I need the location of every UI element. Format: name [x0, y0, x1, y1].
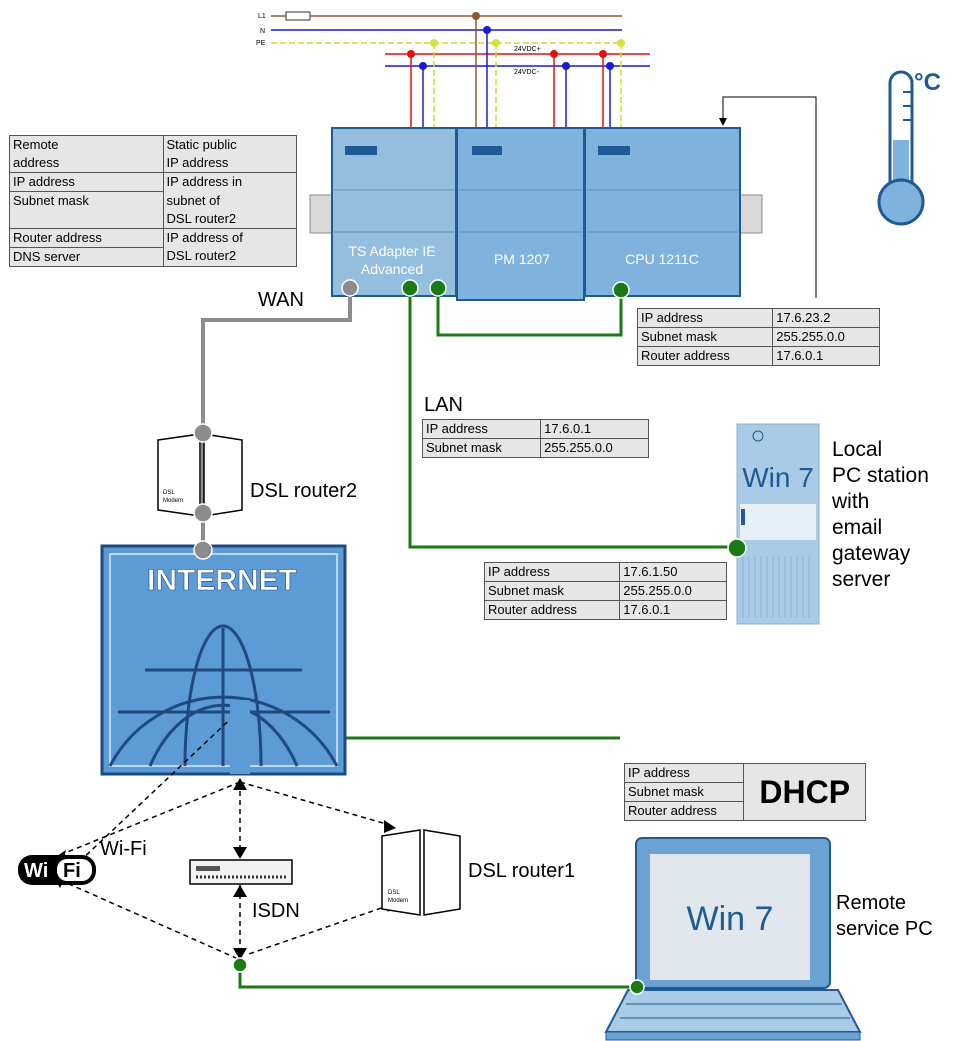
- cpu-router-label: Router address: [636, 346, 774, 366]
- n-label: N: [260, 28, 265, 35]
- pc-router-value: 17.6.0.1: [619, 600, 727, 620]
- cpu-ip-value: 17.6.23.2: [772, 308, 880, 328]
- isdn-label: ISDN: [252, 900, 300, 922]
- lan-subnet-label: Subnet mask: [421, 438, 542, 458]
- dashed-links-lower: [59, 879, 391, 959]
- remote-c2-5: IP address of: [162, 227, 298, 247]
- remote-c2-2: IP address in: [162, 172, 298, 192]
- local-pc-line-3: with: [832, 490, 870, 513]
- local-pc-line-5: gateway: [832, 542, 911, 565]
- local-pc-line-2: PC station: [832, 464, 929, 487]
- dsl-router2-label: DSL router2: [250, 480, 358, 502]
- remote-pc-caption: Remote service PC: [836, 890, 933, 942]
- cpu-ip-label: IP address: [636, 308, 774, 328]
- ts-adapter-module: TS Adapter IE Advanced: [331, 127, 457, 297]
- internet-icon: INTERNET: [100, 544, 347, 776]
- remote-pc-win7: Win 7: [687, 900, 774, 938]
- dsl-router1-modem-text-2: Modem: [388, 898, 408, 904]
- lan-cable-cpu: [436, 288, 623, 337]
- wifi-logo-text-wi: Wi: [24, 860, 48, 882]
- remote-pc-line-1: Remote: [836, 892, 907, 914]
- remote-c1-1: address: [9, 154, 164, 173]
- internet-label: INTERNET: [147, 564, 297, 597]
- dsl-router1-modem-text-1: DSL: [388, 890, 400, 896]
- cpu1211c-module: CPU 1211C: [584, 127, 741, 297]
- celsius-label: °C: [914, 69, 941, 96]
- lan-cable-pc: [408, 288, 737, 549]
- pm1207-module: PM 1207: [456, 127, 585, 301]
- l1-label: L1: [258, 13, 266, 20]
- thermometer-icon: °C: [877, 69, 941, 226]
- local-pc-line-4: email: [832, 516, 883, 539]
- remote-c2-3: subnet of: [162, 191, 298, 210]
- dhcp-router-label: Router address: [623, 801, 745, 821]
- dashed-links: [59, 709, 391, 881]
- pc-subnet-value: 255.255.0.0: [619, 581, 727, 601]
- remote-c2-4: DSL router2: [162, 209, 298, 229]
- local-pc-win7: Win 7: [742, 462, 814, 493]
- remote-c1-4: Router address: [9, 227, 164, 248]
- remote-c2-1: IP address: [162, 154, 298, 173]
- vminus-label: 24VDC-: [514, 69, 540, 76]
- wifi-logo-icon: Wi Fi: [18, 855, 96, 885]
- remote-pc-line-2: service PC: [836, 918, 933, 940]
- ts-adapter-label-2: Advanced: [361, 261, 423, 277]
- pc-subnet-label: Subnet mask: [483, 581, 621, 601]
- isdn-device-icon: [189, 859, 293, 885]
- fuse-icon: [285, 11, 311, 21]
- lan-subnet-value: 255.255.0.0: [540, 438, 649, 458]
- cpu-router-value: 17.6.0.1: [772, 346, 880, 366]
- ts-adapter-label-1: TS Adapter IE: [348, 243, 435, 259]
- pc-router-label: Router address: [483, 600, 621, 620]
- cpu1211c-label: CPU 1211C: [625, 251, 699, 267]
- remote-laptop-icon: Win 7: [604, 837, 862, 1041]
- vplus-label: 24VDC+: [514, 46, 541, 53]
- dsl-router2-modem-text-1: DSL: [163, 490, 175, 496]
- lan-label: LAN: [424, 394, 463, 416]
- remote-c1-0: Remote: [9, 135, 164, 154]
- dhcp-subnet-label: Subnet mask: [623, 782, 745, 802]
- wan-label: WAN: [258, 289, 304, 311]
- pc-ip-value: 17.6.1.50: [619, 562, 727, 582]
- local-pc-line-1: Local: [832, 438, 883, 461]
- sensor-wire: [722, 96, 817, 298]
- power-rails: L1 N PE 24VDC+ 24VDC-: [256, 11, 650, 128]
- dsl-router1-label: DSL router1: [468, 860, 576, 882]
- pm1207-label: PM 1207: [494, 251, 550, 267]
- lan-ip-label: IP address: [421, 419, 542, 439]
- cpu-subnet-label: Subnet mask: [636, 327, 774, 347]
- pc-ip-label: IP address: [483, 562, 621, 582]
- dhcp-ip-label: IP address: [623, 763, 745, 783]
- remote-c1-3: Subnet mask: [9, 191, 164, 229]
- cpu-subnet-value: 255.255.0.0: [772, 327, 880, 347]
- wifi-label: Wi-Fi: [100, 838, 147, 860]
- remote-c2-0: Static public: [162, 135, 298, 154]
- dsl-router1-icon: DSL Modem: [381, 829, 461, 916]
- dhcp-table: IP address DHCP Subnet mask Router addre…: [623, 763, 866, 821]
- local-pc-icon: Win 7: [736, 423, 820, 625]
- remote-c2-6: DSL router2: [162, 247, 298, 267]
- local-pc-caption: Local PC station with email gateway serv…: [832, 437, 929, 593]
- remote-c1-5: DNS server: [9, 246, 164, 267]
- remote-address-table: Remote Static public address IP address …: [9, 135, 298, 267]
- dsl-router2-icon: DSL Modem: [157, 433, 243, 517]
- dsl-router2-modem-text-2: Modem: [163, 498, 183, 504]
- wifi-logo-text-fi: Fi: [63, 860, 81, 882]
- local-pc-line-6: server: [832, 568, 891, 591]
- pe-label: PE: [256, 40, 266, 47]
- remote-c1-2: IP address: [9, 172, 164, 192]
- lan-ip-value: 17.6.0.1: [540, 419, 649, 439]
- dhcp-value: DHCP: [743, 763, 866, 821]
